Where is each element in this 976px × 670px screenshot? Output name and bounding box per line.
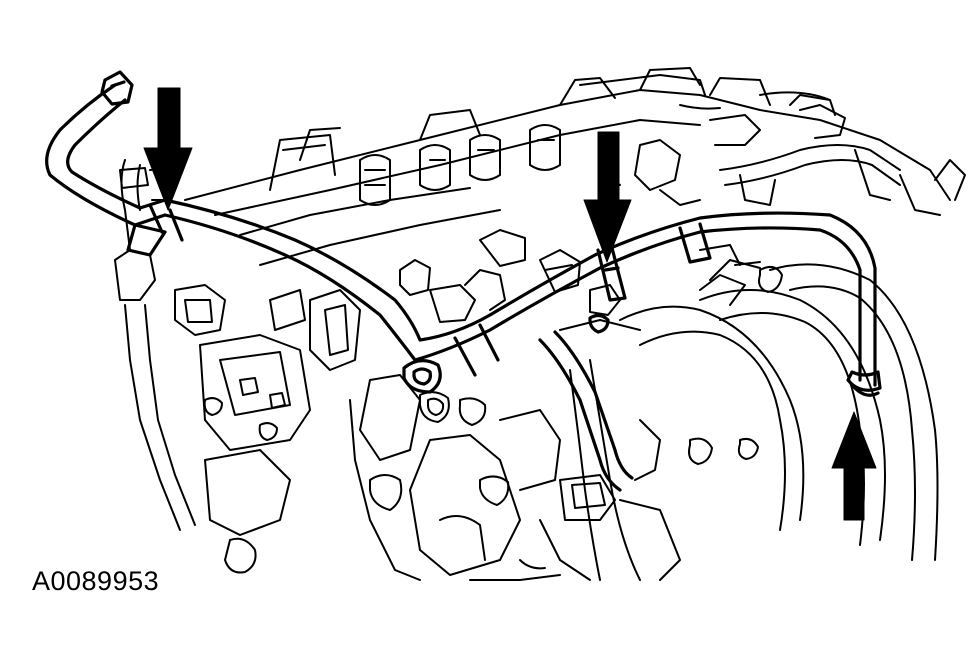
intake-manifold (559, 259, 939, 581)
callout-arrows (143, 87, 877, 521)
sensors-connectors (399, 229, 783, 323)
arrow-center-down (583, 131, 632, 263)
vacuum-hose (45, 70, 882, 492)
arrow-left-down (143, 87, 193, 211)
engine-block-center (349, 374, 759, 581)
upper-right-hoses (679, 91, 966, 216)
ignition-coils (359, 124, 701, 206)
engine-block-left (114, 249, 361, 574)
arrow-right-up (831, 411, 877, 521)
valve-cover (184, 67, 951, 266)
figure-id-label: A0089953 (32, 566, 160, 596)
